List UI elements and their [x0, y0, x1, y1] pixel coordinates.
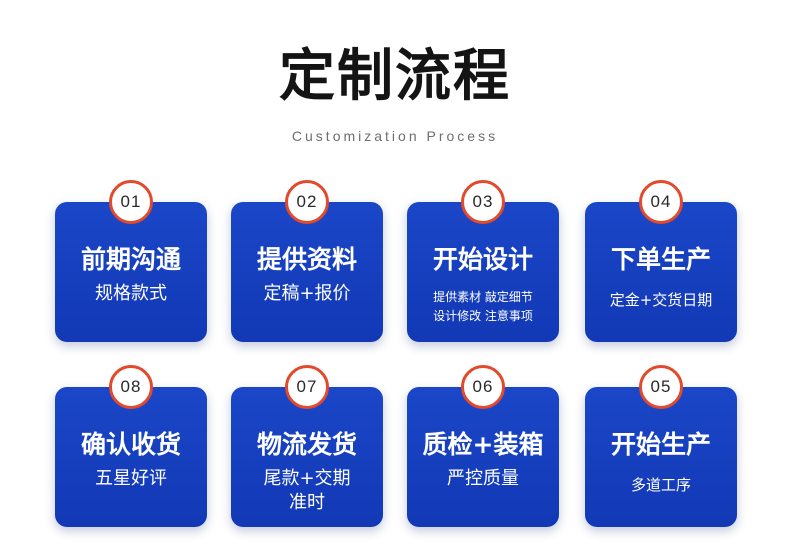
step-card-04: 04 下单生产 定金+交货日期 [585, 180, 737, 342]
step-subtitle: 定稿+报价 [263, 283, 351, 304]
step-number-badge: 03 [461, 180, 505, 224]
step-subtitle: 五星好评 [95, 468, 167, 489]
step-subtitle: 提供素材 敲定细节 设计修改 注意事项 [433, 290, 533, 323]
page-subtitle: Customization Process [291, 128, 499, 144]
step-number-badge: 05 [639, 365, 683, 409]
step-subtitle: 多道工序 [630, 476, 691, 494]
step-number-badge: 04 [639, 180, 683, 224]
step-number-badge: 01 [109, 180, 153, 224]
step-number-badge: 02 [285, 180, 329, 224]
step-card-08: 08 确认收货 五星好评 [55, 365, 207, 527]
step-number-badge: 06 [461, 365, 505, 409]
step-title: 下单生产 [610, 245, 711, 274]
step-title: 开始生产 [610, 430, 711, 459]
step-card-06: 06 质检+装箱 严控质量 [407, 365, 559, 527]
step-title: 提供资料 [256, 245, 357, 274]
step-subtitle: 规格款式 [95, 283, 167, 304]
step-card-03: 03 开始设计 提供素材 敲定细节 设计修改 注意事项 [407, 180, 559, 342]
step-number-badge: 08 [109, 365, 153, 409]
step-card-01: 01 前期沟通 规格款式 [55, 180, 207, 342]
step-title: 确认收货 [80, 430, 181, 459]
step-subtitle: 定金+交货日期 [609, 291, 713, 309]
step-title: 物流发货 [256, 430, 357, 459]
step-number-badge: 07 [285, 365, 329, 409]
step-subtitle: 尾款+交期 准时 [263, 468, 351, 513]
step-subtitle: 严控质量 [447, 468, 519, 489]
step-title: 质检+装箱 [422, 430, 544, 459]
page-title: 定制流程 [279, 44, 511, 109]
step-card-07: 07 物流发货 尾款+交期 准时 [231, 365, 383, 527]
step-title: 开始设计 [432, 245, 533, 274]
step-title: 前期沟通 [80, 245, 181, 274]
step-card-02: 02 提供资料 定稿+报价 [231, 180, 383, 342]
step-card-05: 05 开始生产 多道工序 [585, 365, 737, 527]
